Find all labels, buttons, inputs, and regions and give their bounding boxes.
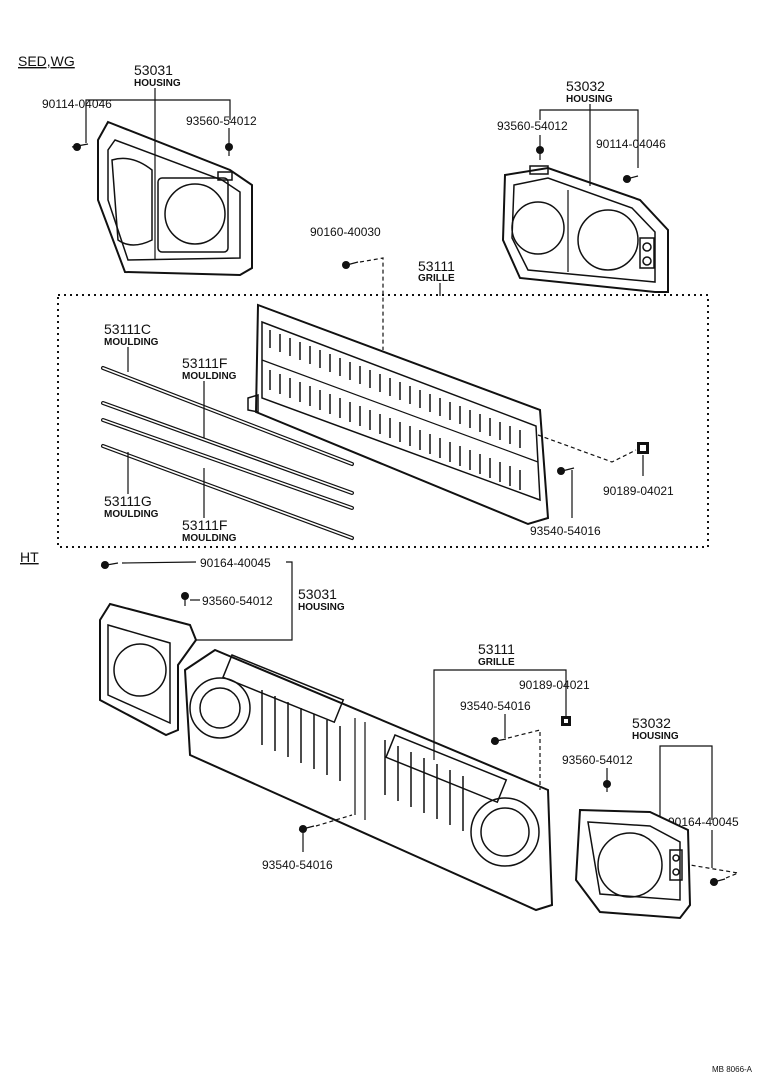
part-number: 93560-54012 (562, 753, 633, 767)
part-number: 53031 (134, 62, 173, 78)
part-number: 93540-54016 (460, 699, 531, 713)
part-name: HOUSING (298, 602, 345, 613)
housing-left-ht (99, 602, 198, 737)
housing-right-ht (574, 808, 692, 920)
housing-left-sedwg (97, 120, 253, 277)
screw-icon (603, 780, 611, 792)
part-number: 93540-54016 (530, 524, 601, 538)
clip-icon (637, 442, 649, 454)
part-name: HOUSING (632, 731, 679, 742)
screw-icon (100, 561, 119, 569)
section-label-ht: HT (20, 549, 39, 565)
part-name: GRILLE (418, 273, 455, 284)
part-number: 53032 (632, 715, 671, 731)
assembly-box (57, 294, 709, 548)
grille-ht (183, 648, 554, 912)
part-number: 93540-54016 (262, 858, 333, 872)
screw-icon (709, 878, 726, 886)
housing-right-sedwg (501, 165, 669, 293)
screw-icon (557, 467, 575, 475)
screw-icon (536, 145, 544, 160)
part-number: 93560-54012 (497, 119, 568, 133)
part-name: MOULDING (104, 509, 159, 520)
part-name: HOUSING (566, 94, 613, 105)
screw-icon (622, 175, 639, 183)
screw-icon (225, 142, 233, 156)
part-number: 53032 (566, 78, 605, 94)
moulding-53111f-upper (101, 401, 354, 495)
part-number: 90189-04021 (519, 678, 590, 692)
part-number: 53111 (418, 258, 455, 274)
part-number: 90114-04046 (42, 97, 112, 111)
part-number: 93560-54012 (186, 114, 257, 128)
screw-icon (342, 261, 359, 269)
part-number: 53111G (104, 493, 152, 509)
part-name: MOULDING (182, 371, 237, 382)
part-name: MOULDING (182, 533, 237, 544)
part-number: 90114-04046 (596, 137, 666, 151)
part-name: HOUSING (134, 78, 181, 89)
part-number: 90160-40030 (310, 225, 381, 239)
screw-icon (298, 825, 315, 833)
part-number: 90164-40045 (200, 556, 271, 570)
part-number: 53111 (478, 641, 515, 657)
moulding-53111f-lower (101, 418, 354, 510)
part-number: 90164-40045 (668, 815, 739, 829)
part-number: 53111F (182, 517, 227, 533)
moulding-53111c (101, 366, 354, 466)
screw-icon (71, 143, 89, 151)
part-number: 53111F (182, 355, 227, 371)
grille-sedwg (247, 303, 550, 526)
moulding-53111g (101, 444, 354, 540)
clip-icon (561, 716, 571, 726)
part-name: MOULDING (104, 337, 159, 348)
part-number: 93560-54012 (202, 594, 273, 608)
screw-icon (490, 737, 507, 745)
part-name: GRILLE (478, 657, 515, 668)
part-number: 90189-04021 (603, 484, 674, 498)
part-number: 53031 (298, 586, 337, 602)
section-label-sedwg: SED,WG (18, 53, 75, 69)
part-number: 53111C (104, 321, 151, 337)
reference-code: MB 8066-A (712, 1065, 753, 1074)
screw-icon (181, 592, 189, 606)
